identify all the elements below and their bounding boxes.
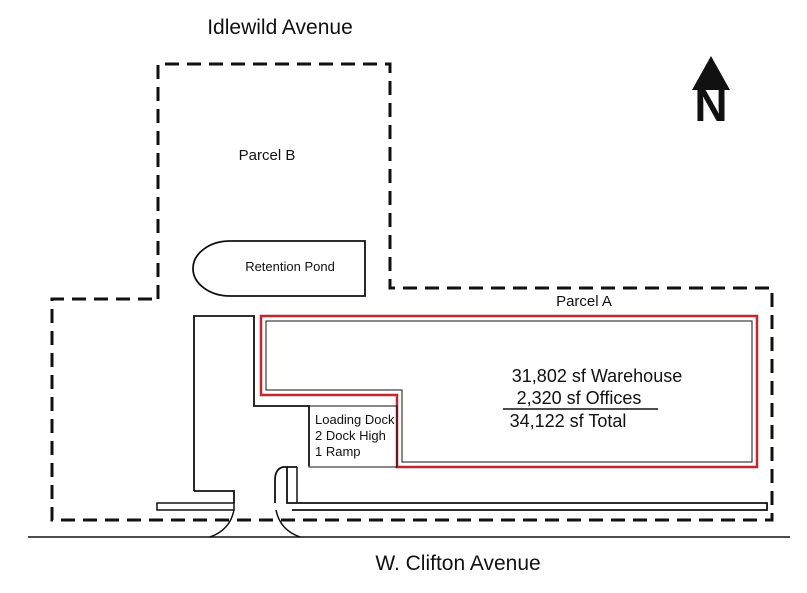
south-street-label: W. Clifton Avenue <box>375 552 540 575</box>
curb-return-west <box>209 509 235 538</box>
curb-island-west <box>156 502 235 511</box>
property-boundary <box>50 62 774 522</box>
retention-pond-label: Retention Pond <box>245 259 335 274</box>
driveway-curb-west <box>194 490 235 503</box>
total-area-label: 34,122 sf Total <box>510 411 627 431</box>
parcel-a-label: Parcel A <box>556 293 612 310</box>
loading-dock-line1: Loading Dock <box>315 412 395 427</box>
curb-return-east <box>275 509 301 538</box>
truck-court <box>286 467 768 511</box>
loading-dock-line2: 2 Dock High <box>315 428 386 443</box>
retention-pond <box>192 240 366 297</box>
west-driveway <box>193 315 310 491</box>
loading-dock-area <box>308 405 398 468</box>
north-arrow-icon: N <box>692 56 730 131</box>
north-street-label: Idlewild Avenue <box>207 16 353 39</box>
truck-court-curb <box>274 466 297 503</box>
warehouse-area-label: 31,802 sf Warehouse <box>512 366 682 386</box>
building-inner-wall <box>265 320 753 463</box>
parcel-b-label: Parcel B <box>239 147 296 164</box>
loading-dock-line3: 1 Ramp <box>315 444 361 459</box>
north-arrow-letter: N <box>694 79 727 131</box>
office-area-label: 2,320 sf Offices <box>517 388 642 408</box>
